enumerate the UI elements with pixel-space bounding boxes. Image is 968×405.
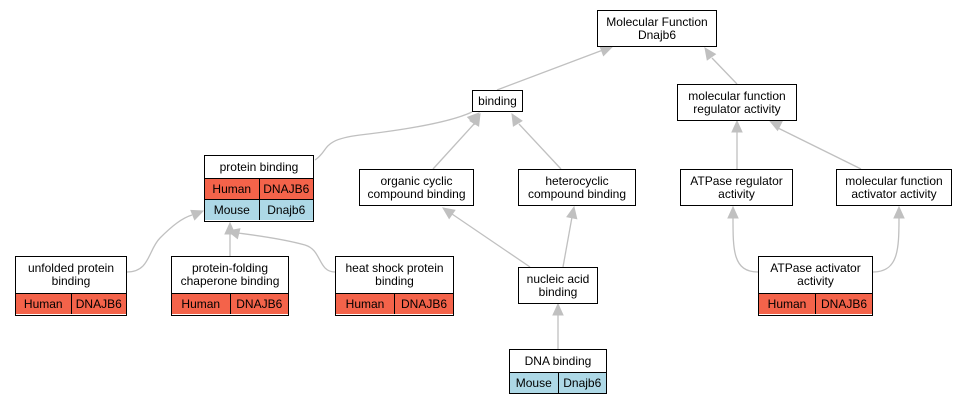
edge-mf_regulator-to-root: [711, 57, 738, 85]
gene-cell: Dnajb6: [258, 200, 313, 220]
gene-cell: DNAJB6: [229, 294, 288, 314]
gene-cell: DNAJB6: [394, 294, 453, 314]
node-label: protein binding: [219, 159, 299, 174]
edge-organic_cyclic-to-binding: [432, 123, 475, 170]
species-cell: Human: [16, 294, 71, 314]
arrowhead-nucleic-to-heterocyclic: [566, 205, 578, 220]
species-cell: Mouse: [510, 373, 558, 393]
arrowhead-dna-to-nucleic: [552, 302, 564, 316]
arrowhead-atpase_act-to-atpase_reg: [727, 205, 739, 219]
edge-unfolded-to-protein_binding: [126, 214, 193, 273]
arrowhead-heat_shock-to-protein_binding: [226, 228, 241, 240]
species-cell: Human: [172, 294, 230, 314]
arrowhead-binding-to-root: [599, 45, 614, 57]
node-label: binding: [478, 94, 517, 108]
species-cell: Human: [205, 179, 259, 199]
edge-mf_activator-to-mf_regulator: [777, 127, 862, 170]
node-label: DNA binding: [524, 353, 592, 368]
arrowhead-heterocyclic-to-binding: [511, 112, 523, 127]
gene-cell: Dnajb6: [557, 373, 606, 393]
arrowhead-atpase_act-to-mf_activator: [893, 205, 905, 219]
arrowhead-mf_regulator-to-root: [704, 47, 717, 61]
gene-cell: DNAJB6: [70, 294, 126, 314]
edge-atpase_act-to-mf_activator: [872, 217, 900, 273]
edge-nucleic-to-organic_cyclic: [451, 213, 531, 268]
arrowhead-mf_activator-to-mf_regulator: [768, 120, 783, 132]
arrowhead-atpase_reg-to-mf_regulator: [731, 119, 743, 133]
species-cell: Mouse: [205, 200, 259, 220]
gene-cell: DNAJB6: [815, 294, 872, 314]
species-cell: Human: [759, 294, 815, 314]
gene-cell: DNAJB6: [258, 179, 313, 199]
edge-protein_binding-to-binding: [314, 111, 473, 161]
arrowhead-unfolded-to-protein_binding: [190, 209, 205, 221]
species-cell: Human: [336, 294, 394, 314]
edge-heat_shock-to-protein_binding: [237, 232, 336, 273]
arrowhead-organic_cyclic-to-binding: [469, 112, 481, 127]
edge-binding-to-root: [496, 49, 604, 91]
arrowhead-nucleic-to-organic_cyclic: [442, 207, 456, 220]
node-binding[interactable]: binding: [472, 90, 523, 112]
edge-nucleic-to-heterocyclic: [562, 216, 573, 268]
edge-heterocyclic-to-binding: [518, 123, 562, 170]
edge-atpase_act-to-atpase_reg: [732, 217, 759, 273]
